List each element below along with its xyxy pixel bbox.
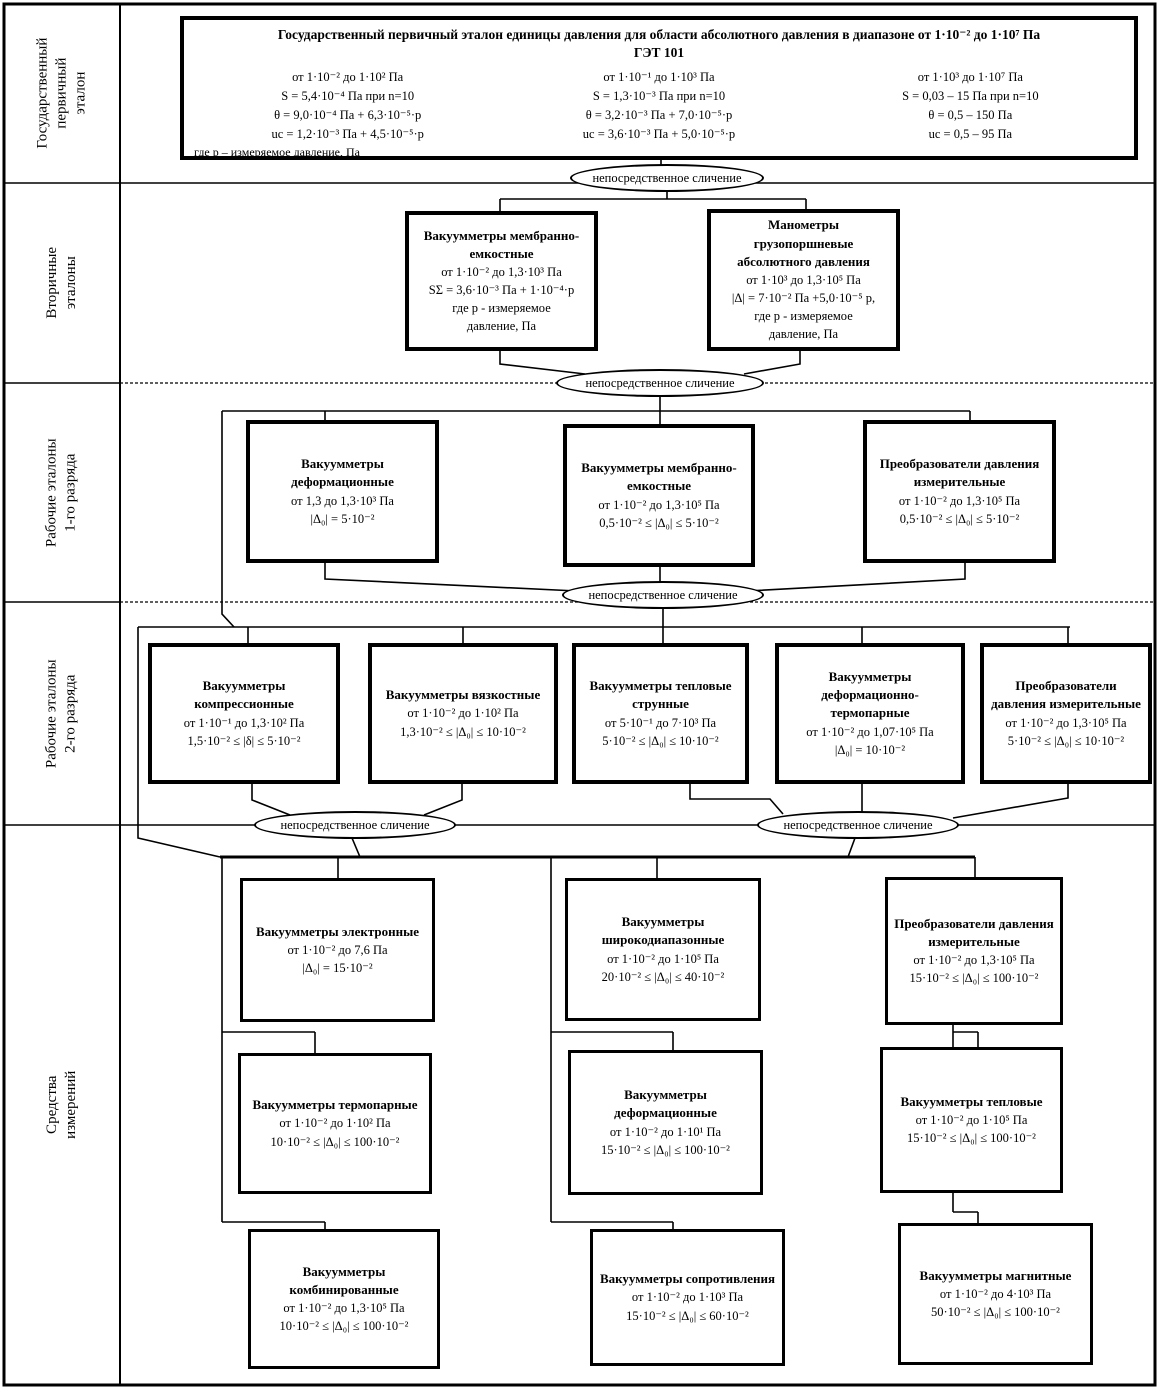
sidebar-tier-instruments: Средства измерений <box>3 825 120 1385</box>
box-w2-thermal-string: Вакуумметры тепловые струнные от 5·10⁻¹ … <box>572 643 749 784</box>
primary-range-low: от 1·10⁻² до 1·10² Па S = 5,4·10⁻⁴ Па пр… <box>271 70 424 141</box>
primary-standard-footnote: где p – измеряемое давление, Па <box>194 145 360 160</box>
comparison-label: непосредственное сличение <box>592 170 742 185</box>
box-title: Вакуумметры термопарные <box>252 1097 418 1113</box>
box-specs: от 1·10⁻² до 1,3·10⁵ Па 0,5·10⁻² ≤ |Δ₀| … <box>598 497 720 530</box>
primary-range-high: от 1·10³ до 1·10⁷ Па S = 0,03 – 15 Па пр… <box>902 70 1039 141</box>
comparison-ellipse-3: непосредственное сличение <box>562 581 764 609</box>
box-specs: от 1·10³ до 1,3·10⁵ Па |Δ| = 7·10⁻² Па +… <box>731 273 876 342</box>
sidebar-tier-label: Вторичные эталоны <box>43 247 79 319</box>
box-w2-deformation-thermocouple: Вакуумметры деформационно-термопарные от… <box>775 643 965 784</box>
sidebar-tier-label: Государственный первичный эталон <box>34 37 88 150</box>
box-specs: от 1·10⁻¹ до 1,3·10² Па 1,5·10⁻² ≤ |δ| ≤… <box>183 715 305 748</box>
box-title: Преобразователи давления измерительные <box>879 456 1040 490</box>
comparison-ellipse-2: непосредственное сличение <box>556 369 764 397</box>
sidebar-tier-label: Рабочие эталоны 1-го разряда <box>43 438 79 547</box>
box-title: Вакуумметры деформационные <box>614 1087 717 1121</box>
box-title: Вакуумметры компрессионные <box>194 678 294 712</box>
box-specs: от 1·10⁻² до 1·10⁵ Па 15·10⁻² ≤ |Δ₀| ≤ 1… <box>907 1112 1036 1146</box>
box-title: Вакуумметры деформационные <box>291 456 394 490</box>
box-title: Вакуумметры тепловые струнные <box>589 678 732 712</box>
box-specs: от 1·10⁻² до 1·10¹ Па 15·10⁻² ≤ |Δ₀| ≤ 1… <box>601 1124 730 1157</box>
box-title: Вакуумметры широкодиапазонные <box>601 914 725 948</box>
box-title: Вакуумметры магнитные <box>919 1267 1072 1283</box>
box-specs: от 1·10⁻² до 1,3·10⁵ Па 10·10⁻² ≤ |Δ₀| ≤… <box>279 1301 409 1334</box>
box-specs: от 5·10⁻¹ до 7·10³ Па 5·10⁻² ≤ |Δ₀| ≤ 10… <box>602 715 719 748</box>
box-title: Преобразователи давления измерительные <box>991 678 1141 712</box>
box-specs: от 1·10⁻² до 4·10³ Па 50·10⁻² ≤ |Δ₀| ≤ 1… <box>931 1286 1060 1320</box>
box-title: Вакуумметры сопротивления <box>599 1271 776 1287</box>
comparison-ellipse-4: непосредственное сличение <box>254 811 456 839</box>
primary-range-mid: от 1·10⁻¹ до 1·10³ Па S = 1,3·10⁻³ Па пр… <box>582 70 736 141</box>
sidebar-tier-label: Рабочие эталоны 2-го разряда <box>43 659 79 768</box>
box-w1-membrane-capacitive: Вакуумметры мембранно-емкостные от 1·10⁻… <box>563 424 755 567</box>
comparison-label: непосредственное сличение <box>588 587 738 602</box>
comparison-label: непосредственное сличение <box>280 817 430 832</box>
box-si-magnetic: Вакуумметры магнитные от 1·10⁻² до 4·10³… <box>898 1223 1093 1365</box>
box-specs: от 1·10⁻² до 1·10³ Па 15·10⁻² ≤ |Δ₀| ≤ 6… <box>626 1290 749 1323</box>
box-si-combined: Вакуумметры комбинированные от 1·10⁻² до… <box>248 1229 440 1369</box>
box-w2-pressure-transducers: Преобразователи давления измерительные о… <box>980 643 1152 784</box>
box-title: Вакуумметры комбинированные <box>289 1263 399 1297</box>
box-specs: от 1·10⁻² до 1·10² Па 1,3·10⁻² ≤ |Δ₀| ≤ … <box>400 706 526 739</box>
box-title: Манометры грузопоршневые абсолютного дав… <box>737 217 870 269</box>
box-specs: от 1·10⁻² до 1,3·10⁵ Па 0,5·10⁻² ≤ |Δ₀| … <box>898 493 1021 526</box>
box-si-resistance: Вакуумметры сопротивления от 1·10⁻² до 1… <box>590 1229 785 1366</box>
sidebar-tier-primary: Государственный первичный эталон <box>3 4 120 183</box>
sidebar-tier-working-2: Рабочие эталоны 2-го разряда <box>3 602 120 825</box>
comparison-label: непосредственное сличение <box>783 817 933 832</box>
comparison-label: непосредственное сличение <box>585 375 735 390</box>
box-title: Вакуумметры электронные <box>255 923 420 939</box>
box-specs: от 1·10⁻² до 1·10² Па 10·10⁻² ≤ |Δ₀| ≤ 1… <box>270 1116 400 1149</box>
sidebar-tier-label: Средства измерений <box>43 1070 79 1140</box>
box-w1-pressure-transducers: Преобразователи давления измерительные о… <box>863 420 1056 563</box>
box-primary-standard: Государственный первичный эталон единицы… <box>180 16 1138 160</box>
box-w2-viscous: Вакуумметры вязкостные от 1·10⁻² до 1·10… <box>368 643 558 784</box>
box-si-thermocouple: Вакуумметры термопарные от 1·10⁻² до 1·1… <box>238 1053 432 1194</box>
sidebar-tier-working-1: Рабочие эталоны 1-го разряда <box>3 383 120 602</box>
box-title: Вакуумметры мембранно-емкостные <box>423 227 580 261</box>
box-si-pressure-transducers: Преобразователи давления измерительные о… <box>885 877 1063 1025</box>
box-si-electronic: Вакуумметры электронные от 1·10⁻² до 7,6… <box>240 878 435 1022</box>
box-title: Вакуумметры деформационно-термопарные <box>821 669 919 721</box>
box-secondary-piston-gauges: Манометры грузопоршневые абсолютного дав… <box>707 209 900 351</box>
comparison-ellipse-1: непосредственное сличение <box>570 164 764 192</box>
box-title: Вакуумметры мембранно-емкостные <box>581 460 737 494</box>
box-specs: от 1·10⁻² до 1,3·10³ Па SΣ = 3,6·10⁻³ Па… <box>428 264 575 334</box>
box-si-thermal: Вакуумметры тепловые от 1·10⁻² до 1·10⁵ … <box>880 1047 1063 1193</box>
comparison-ellipse-5: непосредственное сличение <box>757 811 959 839</box>
primary-standard-title: Государственный первичный эталон единицы… <box>277 27 1041 42</box>
box-specs: от 1·10⁻² до 1,3·10⁵ Па 5·10⁻² ≤ |Δ₀| ≤ … <box>1005 715 1127 748</box>
box-secondary-membrane-capacitive: Вакуумметры мембранно-емкостные от 1·10⁻… <box>405 211 598 351</box>
box-w2-compression: Вакуумметры компрессионные от 1·10⁻¹ до … <box>148 643 340 784</box>
box-title: Вакуумметры вязкостные <box>385 687 541 703</box>
box-title: Преобразователи давления измерительные <box>894 915 1054 949</box>
sidebar-tier-secondary: Вторичные эталоны <box>3 183 120 383</box>
box-specs: от 1·10⁻² до 1,07·10⁵ Па |Δ₀| = 10·10⁻² <box>806 724 934 757</box>
box-specs: от 1,3 до 1,3·10³ Па |Δ₀| = 5·10⁻² <box>291 493 394 526</box>
box-title: Вакуумметры тепловые <box>900 1093 1043 1109</box>
box-si-wide-range: Вакуумметры широкодиапазонные от 1·10⁻² … <box>565 878 761 1021</box>
primary-standard-code: ГЭТ 101 <box>633 45 685 61</box>
box-w1-deformation: Вакуумметры деформационные от 1,3 до 1,3… <box>246 420 439 563</box>
box-specs: от 1·10⁻² до 1·10⁵ Па 20·10⁻² ≤ |Δ₀| ≤ 4… <box>601 951 725 984</box>
box-specs: от 1·10⁻² до 7,6 Па |Δ₀| = 15·10⁻² <box>287 942 388 976</box>
box-si-deformation: Вакуумметры деформационные от 1·10⁻² до … <box>568 1050 763 1195</box>
primary-standard-columns: от 1·10⁻² до 1·10² Па S = 5,4·10⁻⁴ Па пр… <box>192 68 1126 143</box>
box-specs: от 1·10⁻² до 1,3·10⁵ Па 15·10⁻² ≤ |Δ₀| ≤… <box>909 953 1039 986</box>
